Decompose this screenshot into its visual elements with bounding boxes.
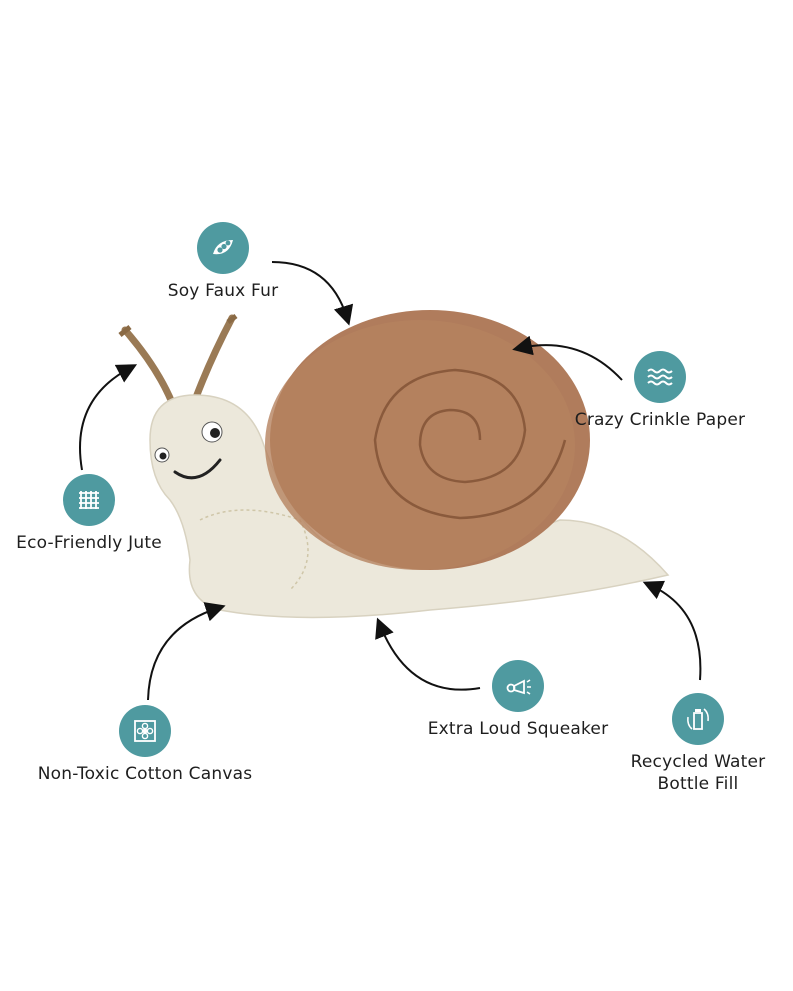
feature-label: Recycled Water Bottle Fill — [630, 752, 766, 794]
wavy-lines-icon — [634, 351, 686, 403]
soybean-pod-icon — [197, 222, 249, 274]
recycle-bottle-icon — [672, 693, 724, 745]
feature-extra-loud-squeaker: Extra Loud Squeaker — [418, 660, 618, 740]
feature-soy-faux-fur: Soy Faux Fur — [148, 222, 298, 302]
woven-grid-icon — [63, 474, 115, 526]
horn-icon — [492, 660, 544, 712]
flower-square-icon — [119, 705, 171, 757]
feature-label: Soy Faux Fur — [167, 281, 279, 301]
feature-label: Crazy Crinkle Paper — [574, 410, 746, 430]
feature-label: Eco-Friendly Jute — [16, 533, 162, 553]
feature-crazy-crinkle-paper: Crazy Crinkle Paper — [565, 351, 755, 431]
feature-recycled-water-bottle-fill: Recycled Water Bottle Fill — [623, 693, 773, 795]
feature-label: Non-Toxic Cotton Canvas — [37, 764, 253, 784]
feature-label: Extra Loud Squeaker — [427, 719, 609, 739]
feature-non-toxic-cotton-canvas: Non-Toxic Cotton Canvas — [30, 705, 260, 785]
feature-eco-friendly-jute: Eco-Friendly Jute — [4, 474, 174, 554]
